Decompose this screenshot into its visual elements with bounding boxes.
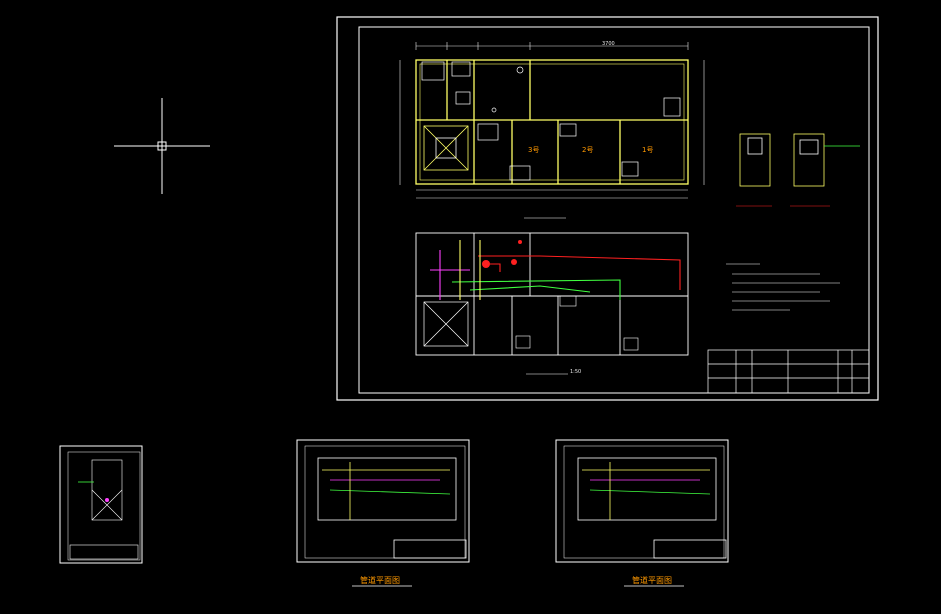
- detail-view-right: [793, 133, 860, 187]
- top-dimension-lines: [399, 42, 705, 199]
- piping-plan-shaft: [423, 301, 469, 347]
- cursor-crosshair-icon: [114, 98, 210, 194]
- thumbnail-sheet-1[interactable]: [59, 445, 143, 564]
- detail-view-left: [739, 133, 771, 187]
- thumbnail-1-border: [59, 445, 143, 564]
- thumbnail-2-inner: [304, 445, 466, 559]
- title-block[interactable]: [707, 349, 870, 394]
- thumbnail-sheet-2[interactable]: 管道平面图: [296, 439, 470, 587]
- thumbnail-3-inner: [563, 445, 725, 559]
- notes-block: [726, 263, 840, 311]
- piping-plan-fixtures: [515, 295, 639, 351]
- sheet-outer-border: [336, 16, 879, 401]
- main-drawing-sheet[interactable]: 3700: [336, 16, 879, 401]
- thumbnail-2-title: 管道平面图: [360, 575, 400, 585]
- pipe-valves: [482, 240, 522, 268]
- plan-shaft: [423, 125, 469, 171]
- piping-plan-scale: 1:50: [570, 369, 581, 375]
- thumbnail-3-drawing: [577, 457, 727, 559]
- pipe-network: [430, 240, 681, 300]
- thumbnail-2-drawing: [317, 457, 467, 559]
- sheet-inner-border: [358, 26, 870, 394]
- room-label-3: 3号: [528, 146, 539, 154]
- room-label-2: 2号: [582, 146, 593, 154]
- room-label-1: 1号: [642, 146, 653, 154]
- room-labels: 3号 2号 1号: [528, 146, 653, 154]
- plan-walls: [415, 59, 689, 185]
- top-floor-plan[interactable]: 3700: [399, 41, 705, 219]
- plan-fixtures: [421, 61, 681, 181]
- thumbnail-sheet-3[interactable]: 管道平面图: [555, 439, 729, 587]
- thumbnail-3-border: [555, 439, 729, 563]
- thumbnail-1-marker: [105, 498, 109, 502]
- piping-plan-walls: [415, 232, 689, 356]
- thumbnail-1-inner: [67, 451, 141, 561]
- thumbnail-1-drawing: [69, 459, 139, 560]
- detail-views[interactable]: [736, 133, 860, 207]
- title-block-grid: [707, 349, 870, 394]
- thumbnail-3-title: 管道平面图: [632, 575, 672, 585]
- thumbnail-2-border: [296, 439, 470, 563]
- dimension-top-label: 3700: [602, 41, 615, 47]
- bottom-piping-plan[interactable]: 1:50: [415, 232, 689, 375]
